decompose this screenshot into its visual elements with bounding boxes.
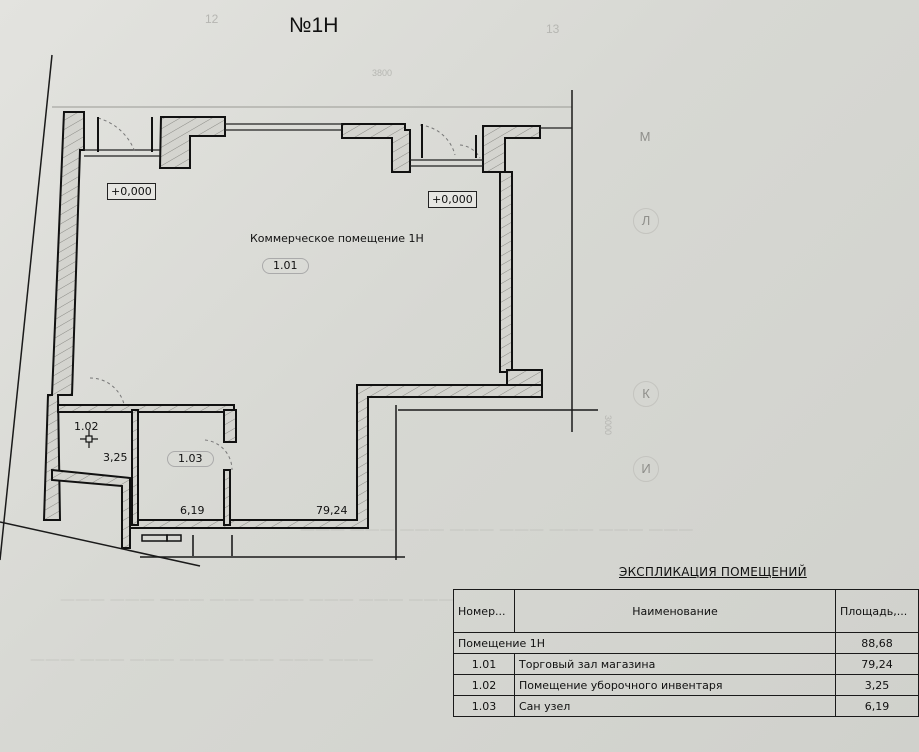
total-label: Помещение 1Н [453,632,836,654]
wall-left [42,111,85,521]
door-swing-entrance-right [419,124,456,156]
axis-number-left: 12 [205,12,219,26]
wall-pier-middle [341,123,411,173]
room-number-1-02: 1.02 [74,420,99,433]
wall-right [499,171,513,373]
axis-lines [0,54,598,567]
total-area: 88,68 [835,632,919,654]
row-number: 1.01 [453,653,515,675]
header-number: Номер... [453,589,515,633]
table-row-total: Помещение 1Н 88,68 [453,632,919,654]
cleaning-symbol-icon [80,430,98,448]
partition-storage-lower [51,468,131,549]
main-room-title: Коммерческое помещение 1Н [250,232,424,245]
room-area-1-02: 3,25 [103,451,128,464]
bleed-through-text: ——— ——— ——— ——— ——— ——— ——— [30,650,374,668]
axis-letter-m: М [639,129,651,144]
plan-title: №1Н [289,14,339,37]
axis-letter-k: К [633,381,659,407]
axis-line-left-diagonal [0,54,53,561]
door-swing-storage [89,377,126,411]
room-area-1-01: 79,24 [316,504,348,517]
axis-letter-l: Л [633,208,659,234]
table-row: 1.02 Помещение уборочного инвентаря 3,25 [453,674,919,696]
dimension-top: 3800 [372,68,393,78]
bleed-through-text: ——— ——— ——— ——— ——— ——— ——— ——— [60,590,454,608]
room-area-1-03: 6,19 [180,504,205,517]
row-number: 1.03 [453,695,515,717]
room-number-1-01: 1.01 [262,258,309,274]
level-mark-left: +0,000 [107,183,156,200]
facade-lines [84,123,572,167]
bottom-features [141,534,233,556]
partitions [51,404,237,549]
partition-top [57,404,235,413]
partition-between-1-02-1-03 [131,409,139,526]
level-mark-right: +0,000 [428,191,477,208]
door-leaves [97,117,477,158]
header-area: Площадь,... [835,589,919,633]
row-area: 79,24 [835,653,919,675]
door-swings [89,117,481,471]
explication-title: ЭКСПЛИКАЦИЯ ПОМЕЩЕНИЙ [619,565,807,579]
row-number: 1.02 [453,674,515,696]
table-row: 1.03 Сан узел 6,19 [453,695,919,717]
axis-number-right: 13 [546,22,560,36]
row-area: 3,25 [835,674,919,696]
wall-pier-left [158,116,226,169]
row-name: Сан узел [514,695,836,717]
axis-letter-i: И [633,456,659,482]
partition-wc-niche [223,409,237,443]
wall-bottom-step [129,384,543,529]
walls [42,111,543,529]
wall-pier-right [482,125,541,173]
row-name: Торговый зал магазина [514,653,836,675]
row-area: 6,19 [835,695,919,717]
bleed-through-text: ——— ——— ——— ——— ——— ——— ——— ——— [300,520,694,538]
room-number-1-03: 1.03 [167,451,214,467]
table-row: 1.01 Торговый зал магазина 79,24 [453,653,919,675]
header-name: Наименование [514,589,836,633]
door-swing-entrance-left [97,117,136,153]
partition-wc-lower [223,469,231,526]
table-header-row: Номер... Наименование Площадь,... [453,589,919,633]
row-name: Помещение уборочного инвентаря [514,674,836,696]
explication-table: Номер... Наименование Площадь,... Помеще… [453,589,919,717]
axis-line-bottom-diagonal [0,521,201,567]
